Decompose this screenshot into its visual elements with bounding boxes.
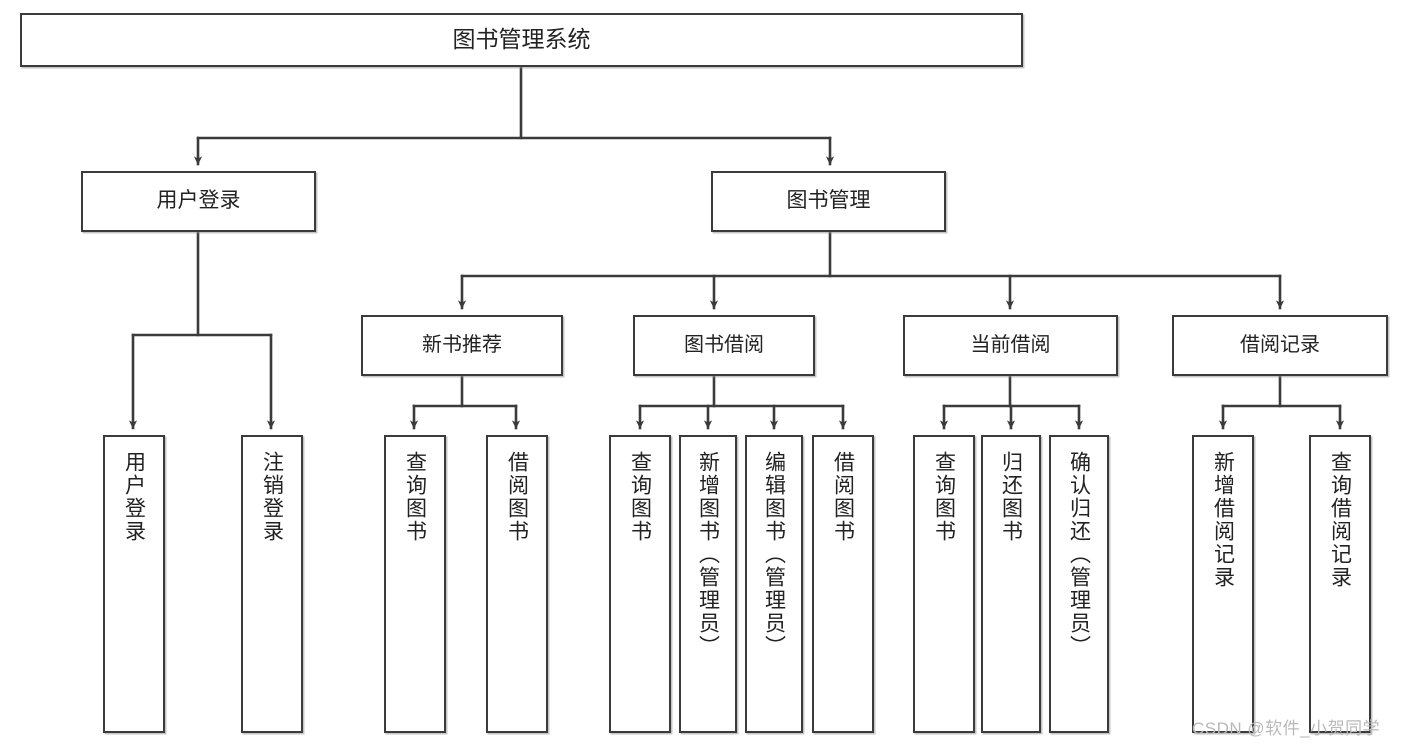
node-label: 归还图书: [999, 451, 1023, 543]
leaf-user-login[interactable]: 用户登录: [103, 435, 165, 733]
node-book-manage[interactable]: 图书管理: [711, 171, 946, 232]
leaf-logout[interactable]: 注销登录: [241, 435, 303, 733]
leaf-borrow-book-1[interactable]: 借阅图书: [486, 435, 548, 733]
node-book-borrow[interactable]: 图书借阅: [633, 315, 815, 376]
node-label: 注销登录: [260, 451, 284, 543]
node-label: 新书推荐: [422, 333, 502, 356]
leaf-edit-book[interactable]: 编辑图书（管理员）: [745, 435, 803, 733]
node-label: 借阅图书: [831, 451, 855, 543]
node-label: 新增借阅记录: [1211, 451, 1235, 589]
leaf-borrow-book-2[interactable]: 借阅图书: [812, 435, 874, 733]
node-label: 图书借阅: [684, 333, 764, 356]
node-label: 图书管理: [786, 189, 871, 213]
node-label: 用户登录: [122, 451, 146, 543]
node-label: 当前借阅: [970, 333, 1051, 356]
leaf-add-book[interactable]: 新增图书（管理员）: [679, 435, 737, 733]
node-label: 确认归还（管理员）: [1067, 451, 1091, 658]
node-user-login[interactable]: 用户登录: [81, 171, 316, 232]
node-label: 用户登录: [156, 189, 241, 213]
leaf-query-book-3[interactable]: 查询图书: [913, 435, 975, 733]
node-label: 借阅记录: [1240, 333, 1320, 356]
leaf-query-book-1[interactable]: 查询图书: [384, 435, 446, 733]
node-label: 新增图书（管理员）: [696, 451, 720, 658]
node-label: 图书管理系统: [452, 26, 591, 53]
node-borrow-record[interactable]: 借阅记录: [1172, 315, 1388, 376]
node-label: 查询图书: [932, 451, 956, 543]
leaf-return-book[interactable]: 归还图书: [981, 435, 1041, 733]
leaf-query-book-2[interactable]: 查询图书: [609, 435, 671, 733]
leaf-query-record[interactable]: 查询借阅记录: [1309, 435, 1371, 733]
watermark: CSDN @软件_小贺同学: [1192, 719, 1381, 738]
leaf-confirm-return[interactable]: 确认归还（管理员）: [1049, 435, 1109, 733]
node-label: 查询图书: [403, 451, 427, 543]
node-label: 借阅图书: [505, 451, 529, 543]
node-new-book-rec[interactable]: 新书推荐: [361, 315, 563, 376]
leaf-add-record[interactable]: 新增借阅记录: [1192, 435, 1254, 733]
node-root-system[interactable]: 图书管理系统: [20, 13, 1023, 67]
node-current-borrow[interactable]: 当前借阅: [903, 315, 1118, 376]
node-label: 查询图书: [628, 451, 652, 543]
node-label: 查询借阅记录: [1328, 451, 1352, 589]
node-label: 编辑图书（管理员）: [762, 451, 786, 658]
